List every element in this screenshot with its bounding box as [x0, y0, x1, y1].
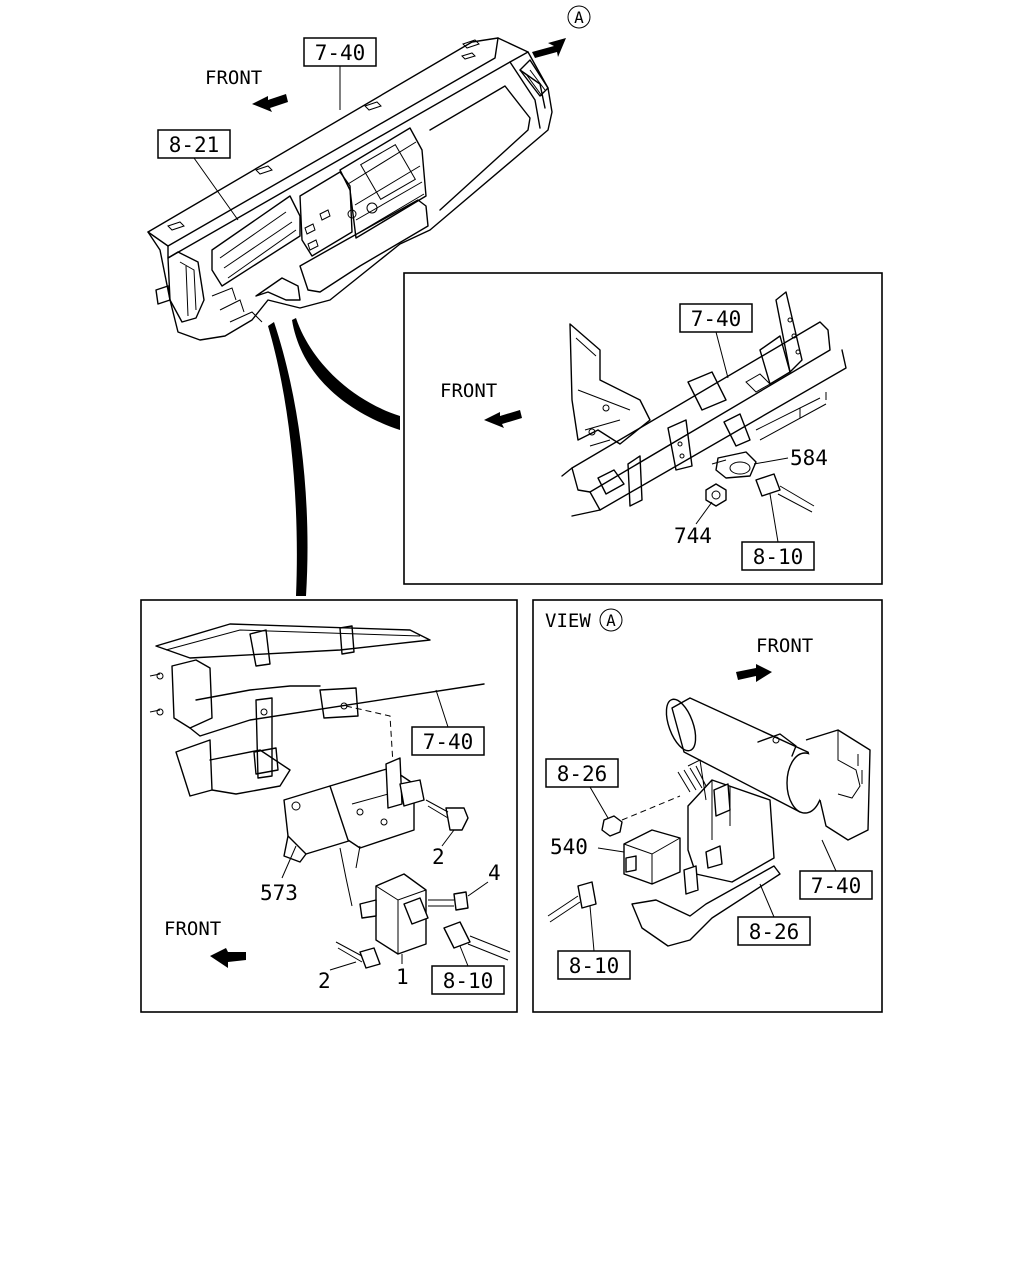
- detail-tr-part-584: 584: [790, 446, 828, 470]
- detail-tr-front-arrow-icon: [484, 410, 522, 428]
- detail-bl-ref-crossmember: 7-40: [423, 730, 474, 754]
- detail-tr-front-label: FRONT: [440, 380, 497, 402]
- detail-tr-part-744: 744: [674, 524, 712, 548]
- view-a-marker-label: A: [574, 8, 584, 27]
- overview-ref-box-8-21: [157, 129, 231, 159]
- detail-panel-bottom-left: [140, 599, 518, 1013]
- detail-br-ref-box-8-10: [557, 950, 631, 980]
- detail-bl-part-573: 573: [260, 881, 298, 905]
- bracket-assembly-drawing: [149, 623, 511, 969]
- detail-panel-bottom-right: [532, 599, 883, 1013]
- detail-bl-front-label: FRONT: [164, 918, 221, 940]
- detail-bl-part-4: 4: [488, 861, 501, 885]
- detail-tr-ref-crossmember: 7-40: [691, 307, 742, 331]
- detail-bl-part-2-upper: 2: [432, 845, 445, 869]
- detail-br-front-arrow-icon: [736, 664, 772, 682]
- detail-bl-part-2-lower: 2: [318, 969, 331, 993]
- detail-tr-ref-harness: 8-10: [753, 545, 804, 569]
- detail-panel-top-right: [403, 272, 883, 585]
- overview-front-arrow-icon: [252, 94, 288, 112]
- detail-br-view-label: VIEW: [545, 610, 591, 632]
- detail-br-view-circle-marker: [599, 608, 623, 632]
- overview-ref-dashboard: 7-40: [315, 41, 366, 65]
- dashboard-overview: A: [147, 5, 591, 341]
- crossmember-top-drawing: [561, 291, 847, 517]
- detail-bl-ref-box-7-40: [411, 726, 485, 756]
- detail-br-part-540: 540: [550, 835, 588, 859]
- detail-br-ref-bracket-bottom: 8-26: [749, 920, 800, 944]
- instrument-cluster: [211, 195, 301, 287]
- detail-br-front-label: FRONT: [756, 635, 813, 657]
- detail-br-ref-box-8-26-bottom: [737, 916, 811, 946]
- detail-tr-ref-box-8-10: [741, 541, 815, 571]
- detail-br-ref-harness: 8-10: [569, 954, 620, 978]
- overview-ref-box-7-40: [303, 37, 377, 67]
- detail-bl-ref-box-8-10: [431, 965, 505, 995]
- overview-front-label: FRONT: [205, 67, 262, 89]
- detail-br-ref-bracket-top: 8-26: [557, 762, 608, 786]
- overview-ref-cluster: 8-21: [169, 133, 220, 157]
- detail-tr-ref-box-7-40: [679, 303, 753, 333]
- detail-br-ref-crossmember: 7-40: [811, 874, 862, 898]
- detail-bl-front-arrow-icon: [210, 948, 246, 968]
- view-a-arrow-icon: [532, 38, 566, 58]
- detail-bl-part-1: 1: [396, 965, 409, 989]
- leader-to-detail-left: [268, 322, 308, 596]
- detail-bl-ref-harness: 8-10: [443, 969, 494, 993]
- leader-to-detail-right: [292, 318, 400, 430]
- view-a-circle-marker: [567, 5, 591, 29]
- detail-br-ref-box-8-26-top: [545, 758, 619, 788]
- detail-br-view-marker: A: [606, 611, 616, 630]
- view-a-drawing: [547, 697, 871, 947]
